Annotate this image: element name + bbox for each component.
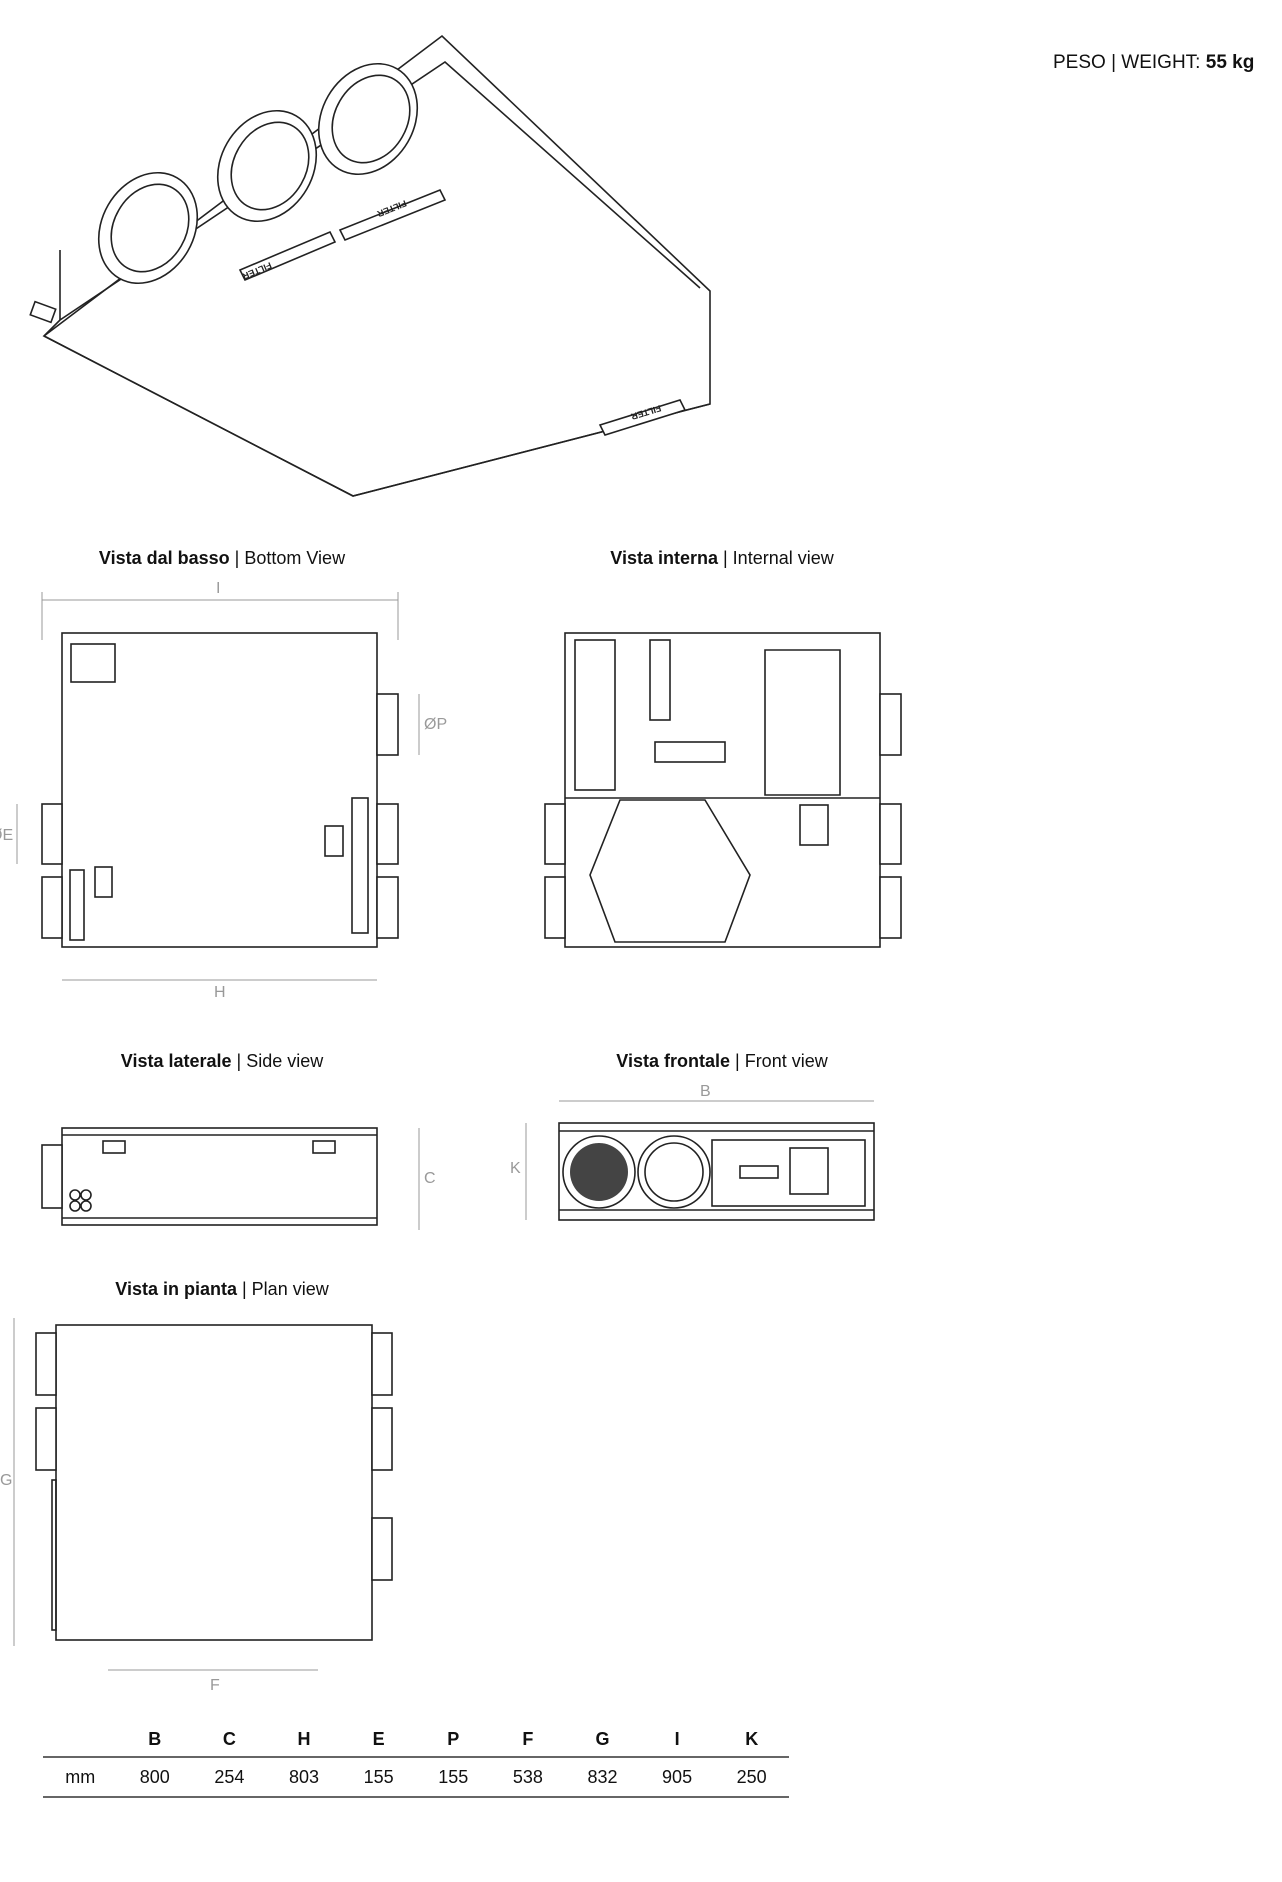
internal-view-drawing [544,632,902,948]
header-cell: F [490,1722,566,1758]
value-cell: 803 [266,1757,342,1798]
table-header-row: B C H E P F G I K [43,1722,789,1758]
weight-caption: PESO | WEIGHT: [1053,52,1201,73]
header-cell: B [117,1722,193,1758]
filter-panel [238,230,337,282]
dim-label-k: K [510,1160,521,1177]
header-cell: H [266,1722,342,1758]
bottom-view-drawing: I H ØP ØE [0,580,447,1001]
plan-view-drawing: G F [0,1318,393,1694]
dim-label-p: ØP [424,716,447,733]
dim-label-i: I [216,580,220,597]
value-cell: 155 [415,1757,491,1798]
value-cell: 155 [341,1757,416,1798]
front-view-title: Vista frontale | Front view [616,1051,827,1072]
dimensions-table: B C H E P F G I K mm 800 254 803 155 155… [43,1722,789,1798]
filter-panel [338,188,447,242]
front-view-drawing: B K [510,1083,875,1221]
header-empty [43,1722,118,1758]
weight-label: PESO | WEIGHT: 55 kg [1053,52,1254,74]
dim-label-b: B [700,1083,711,1100]
title-en: | Plan view [242,1279,329,1299]
title-it: Vista in pianta [115,1279,237,1299]
value-cell: 538 [490,1757,566,1798]
duct-ring [97,171,199,285]
plan-view-title: Vista in pianta | Plan view [115,1279,328,1300]
value-cell: 905 [639,1757,715,1798]
duct-ring [317,62,419,176]
header-cell: I [639,1722,715,1758]
unit-cell: mm [43,1757,118,1798]
dim-label-f: F [210,1677,220,1694]
title-en: | Side view [236,1051,324,1071]
value-cell: 254 [192,1757,267,1798]
dim-label-g: G [0,1472,12,1489]
dim-label-e: ØE [0,827,13,844]
internal-view-title: Vista interna | Internal view [610,548,833,569]
title-it: Vista dal basso [98,548,230,568]
header-cell: E [341,1722,416,1758]
dim-label-h: H [214,984,226,1001]
duct-ring [216,109,318,223]
value-cell: 800 [117,1757,193,1798]
header-cell: P [415,1722,491,1758]
dim-label-c: C [424,1170,436,1187]
title-it: Vista interna [610,548,718,568]
table-row: mm 800 254 803 155 155 538 832 905 250 [43,1757,789,1798]
title-en: | Bottom View [234,548,346,568]
value-cell: 250 [714,1757,789,1798]
filter-panel [598,399,687,436]
header-cell: C [192,1722,267,1758]
header-cell: K [714,1722,789,1758]
title-it: Vista laterale [120,1051,232,1071]
title-en: | Internal view [723,548,834,568]
bottom-view-title: Vista dal basso | Bottom View [99,548,345,569]
side-view-drawing: C [41,1127,436,1230]
title-en: | Front view [735,1051,828,1071]
weight-value: 55 kg [1205,52,1255,73]
side-view-title: Vista laterale | Side view [121,1051,323,1072]
value-cell: 832 [565,1757,640,1798]
technical-drawings: FILTER FILTER FILTER I H ØP ØE [0,34,902,1694]
title-it: Vista frontale [616,1051,730,1071]
isometric-view: FILTER FILTER FILTER [29,34,711,497]
header-cell: G [565,1722,640,1758]
